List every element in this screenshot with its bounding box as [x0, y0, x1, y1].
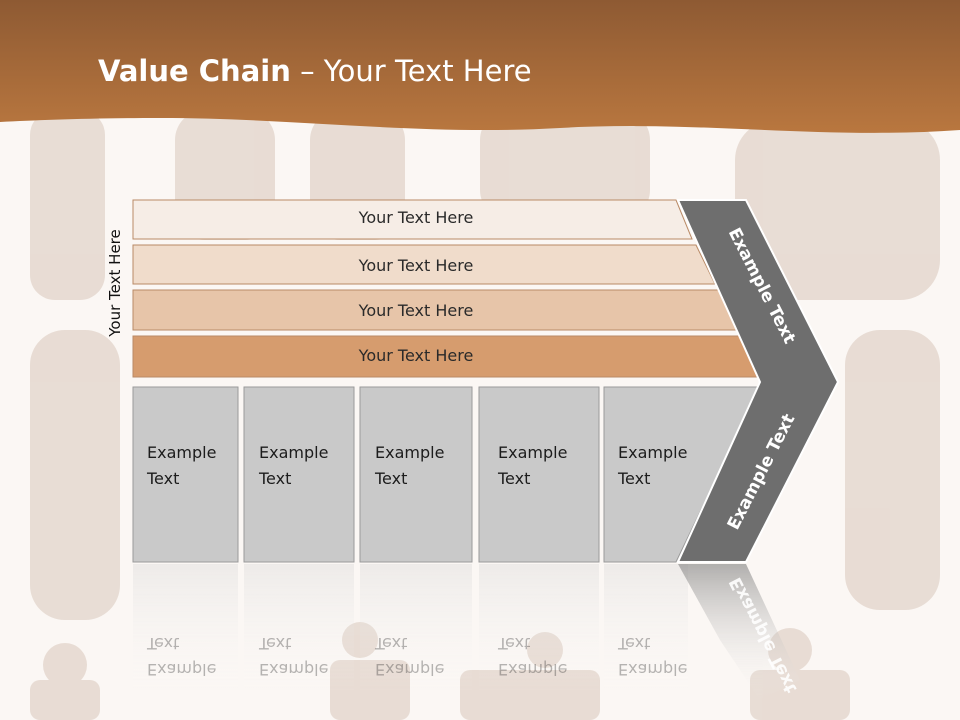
value-rows — [132, 199, 764, 378]
activity-box-2-reflection: Example Text — [259, 634, 329, 679]
activity-box-3-label: Example Text — [375, 443, 445, 488]
reflection — [133, 564, 800, 700]
activity-box-5 — [603, 386, 761, 563]
activity-box-4-reflection: Example Text — [498, 634, 568, 679]
side-label: Your Text Here — [100, 210, 130, 355]
activity-box-4 — [478, 386, 600, 563]
row-label-2: Your Text Here — [358, 256, 474, 275]
activity-box-5-label: Example Text — [618, 443, 688, 488]
activity-box-4-label: Example Text — [498, 443, 568, 488]
activity-box-3 — [359, 386, 473, 563]
activity-box-5-reflection: Example Text — [618, 634, 688, 679]
row-band-1 — [132, 199, 693, 240]
margin-chevron — [676, 199, 840, 563]
activity-box-1-reflection: Example Text — [147, 634, 217, 679]
activity-box-3-reflection: Example Text — [375, 634, 445, 679]
side-label-text: Your Text Here — [106, 228, 124, 337]
row-label-1: Your Text Here — [358, 208, 474, 227]
activity-box-2-label: Example Text — [259, 443, 329, 488]
activity-box-1-label: Example Text — [147, 443, 217, 488]
activity-box-1 — [132, 386, 239, 563]
activity-boxes — [132, 386, 761, 563]
slide-title-rest: – Your Text Here — [290, 54, 532, 88]
slide-title: Value Chain – Your Text Here — [98, 54, 532, 88]
row-label-3: Your Text Here — [358, 301, 474, 320]
activity-box-2 — [243, 386, 355, 563]
row-label-4: Your Text Here — [358, 346, 474, 365]
slide-title-bold: Value Chain — [98, 54, 291, 88]
header-band — [0, 0, 960, 133]
